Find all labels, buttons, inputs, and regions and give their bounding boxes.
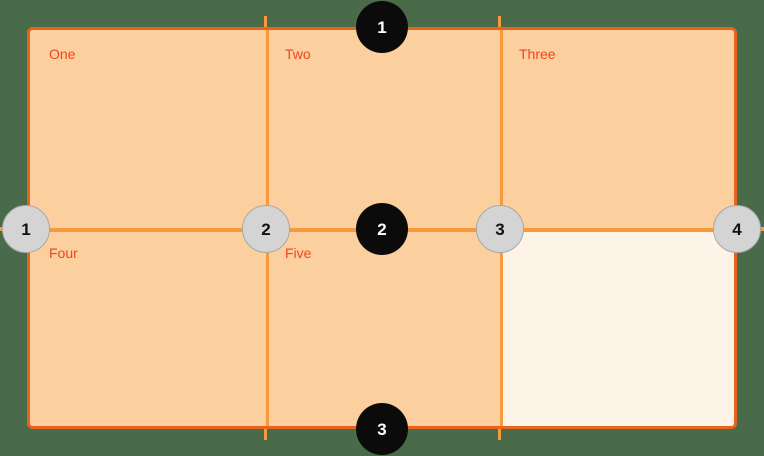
connector-stub-bottom-divider-1 [264, 426, 267, 440]
grid-cell-two[interactable]: Two [266, 30, 500, 229]
row-marker-1[interactable]: 1 [2, 205, 50, 253]
grid-cell-five[interactable]: Five [266, 229, 500, 426]
row-marker-1-label: 1 [21, 219, 31, 239]
connector-stub-bottom-divider-2 [498, 426, 501, 440]
column-marker-1-label: 1 [377, 17, 387, 37]
row-marker-4[interactable]: 4 [713, 205, 761, 253]
connector-stub-top-divider-1 [264, 16, 267, 30]
column-marker-2-label: 2 [377, 219, 387, 239]
grid-cell-label-two: Two [285, 46, 311, 62]
row-marker-2[interactable]: 2 [242, 205, 290, 253]
column-marker-3[interactable]: 3 [356, 403, 408, 455]
row-marker-2-label: 2 [261, 219, 271, 239]
grid-cell-one[interactable]: One [30, 30, 266, 229]
column-marker-3-label: 3 [377, 419, 387, 439]
column-marker-2[interactable]: 2 [356, 203, 408, 255]
grid-cell-label-one: One [49, 46, 76, 62]
row-marker-3[interactable]: 3 [476, 205, 524, 253]
grid-cell-four[interactable]: Four [30, 229, 266, 426]
column-marker-1[interactable]: 1 [356, 1, 408, 53]
grid-cell-three[interactable]: Three [500, 30, 734, 229]
grid-cell-label-four: Four [49, 245, 78, 261]
grid-cell-six-empty[interactable] [500, 229, 734, 426]
grid-cell-label-three: Three [519, 46, 556, 62]
row-marker-4-label: 4 [732, 219, 742, 239]
connector-stub-top-divider-2 [498, 16, 501, 30]
grid-cell-label-five: Five [285, 245, 312, 261]
row-marker-3-label: 3 [495, 219, 505, 239]
